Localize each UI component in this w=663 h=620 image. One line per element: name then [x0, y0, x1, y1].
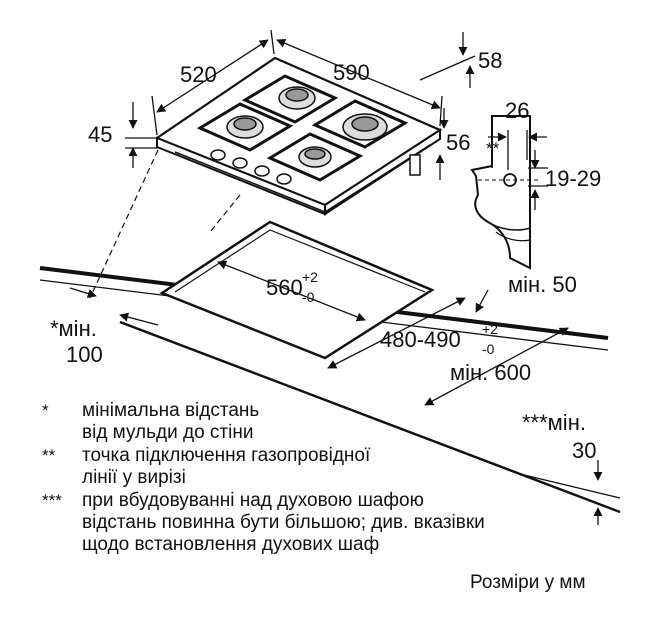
dim-cutout-depth: 480-490: [380, 327, 461, 352]
note-1-marker: *: [42, 401, 49, 420]
countertop-dimension-lines: [69, 260, 603, 525]
dim-hob-height: 45: [88, 122, 112, 147]
footnotes: * мінімальна відстань від мульди до стін…: [42, 400, 485, 555]
dim-top-offset: 58: [478, 48, 502, 73]
dim-cutout-width-value: 560: [266, 275, 303, 300]
note-2-line-1: точка підключення газопровідної: [82, 445, 371, 466]
marker-gas-connection: **: [486, 139, 500, 158]
note-1-line-1: мінімальна відстань: [82, 400, 259, 421]
note-3-line-3: щодо встановлення духових шаф: [82, 534, 379, 555]
dim-min-wall-line2: 100: [66, 342, 103, 367]
dim-cutout-depth-tol-bottom: -0: [482, 341, 495, 357]
dim-hob-width: 590: [333, 60, 370, 85]
hob-dimension-lines: [125, 29, 476, 180]
note-2-marker: **: [42, 446, 56, 465]
dimension-labels: 520 590 58 45 56 26 ** 19-29 560 +2 -0 4…: [50, 48, 601, 463]
gas-connection-profile: [470, 115, 540, 270]
dim-cutout-width-tol-top: +2: [302, 269, 318, 285]
dim-cutout-depth-tol-top: +2: [482, 321, 498, 337]
note-3-line-1: при вбудовуванні над духовою шафою: [82, 490, 424, 511]
dim-min-oven-line1: ***мін.: [522, 410, 586, 435]
dim-hob-depth: 520: [180, 62, 217, 87]
note-2-line-2: лінії у вирізі: [82, 467, 186, 488]
note-1-line-2: від мульди до стіни: [82, 422, 253, 443]
dim-cutout-width: 560: [266, 275, 303, 300]
dim-min-front: мін. 50: [508, 272, 577, 297]
dim-side-offset: 56: [446, 130, 470, 155]
dim-min-counter: мін. 600: [450, 360, 531, 385]
dim-gas-height: 19-29: [545, 166, 601, 191]
units-label: Розміри у мм: [470, 572, 586, 593]
note-3-marker: ***: [42, 491, 62, 510]
dim-min-wall-line1: *мін.: [50, 316, 97, 341]
bracket-dimension-lines: [488, 130, 548, 210]
note-3-line-2: відстань повинна бути більшою; див. вказ…: [82, 512, 485, 533]
dim-min-oven-line2: 30: [572, 438, 596, 463]
dim-cutout-width-tol-bottom: -0: [302, 289, 315, 305]
dim-bracket-width: 26: [505, 98, 529, 123]
